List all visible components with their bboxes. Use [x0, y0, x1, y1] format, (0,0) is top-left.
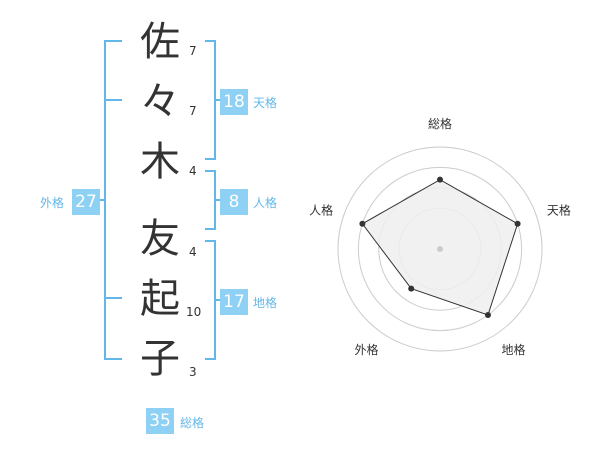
stroke-count-1: 7 — [189, 44, 197, 58]
radar-grid-ring — [357, 166, 523, 332]
radar-axis-label: 天格 — [547, 202, 571, 217]
stroke-count-6: 3 — [189, 365, 197, 379]
soukaku-label: 総格 — [180, 416, 205, 430]
radar-grid-ring — [337, 146, 543, 352]
gaikaku-label: 外格 — [40, 196, 65, 210]
radar-axis-label: 人格 — [309, 202, 333, 217]
tenkaku-badge: 18 — [220, 89, 248, 115]
radar-point-1 — [437, 176, 443, 183]
radar-center-point — [437, 246, 443, 252]
radar-axis-label: 地格 — [501, 342, 525, 357]
jinkaku-label: 人格 — [253, 196, 278, 210]
stroke-count-3: 4 — [189, 164, 197, 178]
name-char-3: 木 — [140, 139, 180, 185]
name-char-6: 子 — [140, 336, 180, 382]
name-char-1: 佐 — [140, 19, 180, 65]
radar-point-5 — [359, 220, 366, 227]
name-char-4: 友 — [140, 216, 180, 262]
chikaku-badge: 17 — [220, 289, 248, 315]
radar-point-3 — [484, 312, 491, 319]
radar-axis-label: 外格 — [355, 342, 379, 357]
radar-point-2 — [514, 220, 521, 227]
stroke-count-5: 10 — [186, 305, 202, 319]
stroke-count-2: 7 — [189, 104, 197, 118]
chikaku-label: 地格 — [253, 296, 278, 310]
jinkaku-badge: 8 — [220, 189, 248, 215]
name-char-5: 起 — [140, 276, 180, 322]
stroke-count-4: 4 — [189, 245, 197, 259]
name-char-2: 々 — [140, 79, 180, 125]
radar-axis-label: 総格 — [428, 116, 452, 131]
tenkaku-label: 天格 — [253, 96, 278, 110]
gaikaku-badge: 27 — [72, 189, 100, 215]
soukaku-badge: 35 — [146, 408, 174, 434]
radar-point-4 — [408, 285, 415, 292]
